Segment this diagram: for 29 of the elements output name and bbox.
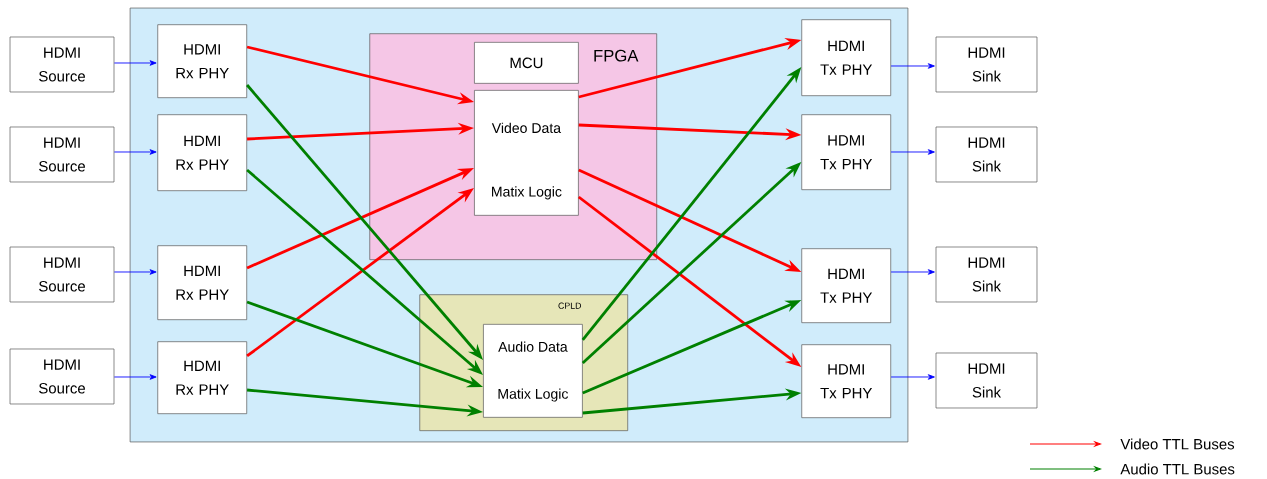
legend-label: Audio TTL Buses	[1120, 463, 1235, 475]
block-box: Audio Data Matix Logic	[483, 324, 583, 418]
block-box: HDMI Rx PHY	[157, 114, 248, 192]
arrow	[890, 374, 935, 380]
arrow	[890, 63, 935, 69]
block-box: HDMI Sink	[935, 126, 1038, 183]
block-box: HDMI Sink	[935, 246, 1038, 303]
block-box: HDMI Source	[9, 126, 115, 183]
block-box: Video Data Matix Logic	[474, 90, 579, 216]
arrow	[113, 269, 157, 275]
arrow	[890, 149, 935, 155]
block-box: HDMI Rx PHY	[157, 245, 248, 321]
block-box: HDMI Source	[9, 348, 115, 405]
block-box: HDMI Tx PHY	[801, 114, 892, 191]
block-box: HDMI Source	[9, 36, 115, 93]
arrow	[113, 60, 157, 66]
block-box: HDMI Rx PHY	[157, 24, 248, 99]
block-box: HDMI Tx PHY	[801, 248, 892, 324]
block-box: HDMI Tx PHY	[801, 344, 892, 419]
block-box: HDMI Sink	[935, 352, 1038, 409]
block-box: HDMI Rx PHY	[157, 341, 248, 415]
block-box: HDMI Source	[9, 246, 115, 303]
block-box: MCU	[474, 42, 579, 84]
arrow	[113, 149, 157, 155]
block-box: HDMI Tx PHY	[801, 19, 892, 97]
block-box: HDMI Sink	[935, 36, 1038, 93]
arrow	[890, 269, 935, 275]
legend-label: Video TTL Buses	[1120, 438, 1235, 450]
arrow	[113, 374, 157, 380]
